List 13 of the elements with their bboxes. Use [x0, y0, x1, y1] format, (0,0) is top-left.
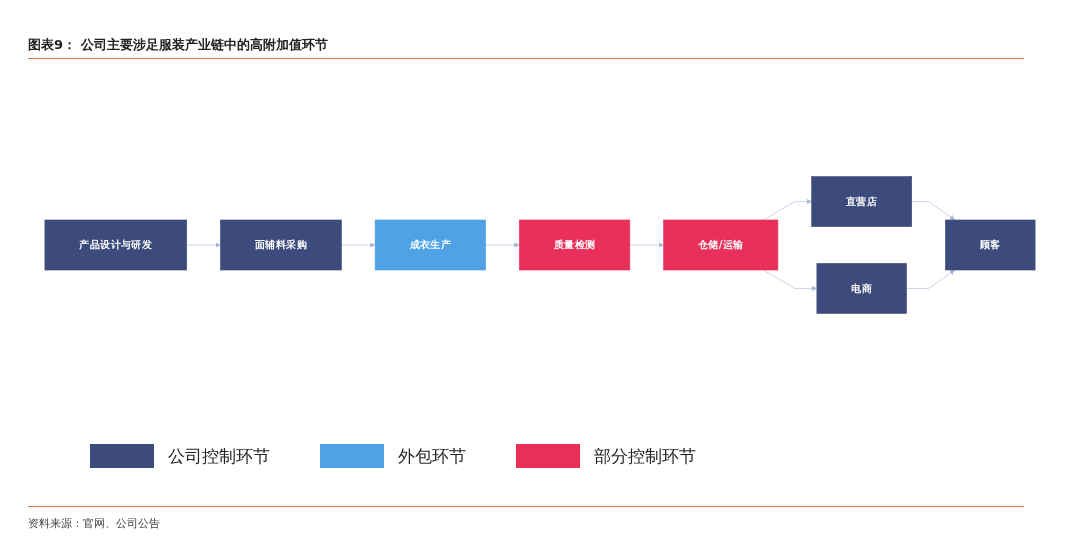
node-box: 仓储/运输 — [663, 219, 779, 271]
node-box: 面辅料采购 — [220, 219, 342, 271]
legend-label: 公司控制环节 — [168, 444, 270, 468]
source-note: 资料来源：官网、公司公告 — [28, 516, 160, 531]
node-box: 质量检测 — [519, 219, 631, 271]
legend-label: 部分控制环节 — [594, 444, 696, 468]
node-box: 产品设计与研发 — [44, 219, 187, 271]
chart-title: 图表9： 公司主要涉足服装产业链中的高附加值环节 — [28, 36, 328, 54]
legend-label: 外包环节 — [398, 444, 466, 468]
node-box: 顾客 — [945, 219, 1036, 271]
node-box: 成衣生产 — [374, 219, 486, 271]
node-box: 直营店 — [811, 176, 913, 227]
node-box: 电商 — [816, 263, 907, 314]
